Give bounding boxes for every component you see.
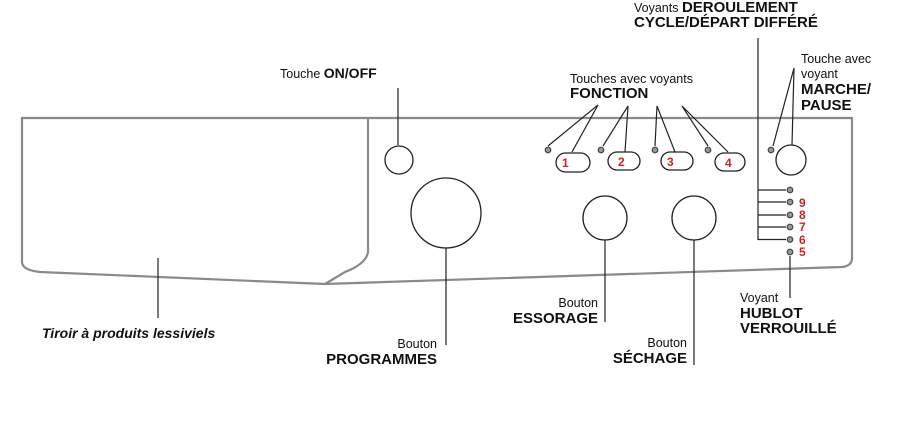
fonction-key-2[interactable] [607, 151, 641, 171]
hublot-prefix: Voyant [740, 291, 779, 305]
fonction-button-4[interactable]: 4 [704, 146, 746, 172]
fonction-number-1: 1 [562, 156, 569, 170]
marche-pointer [772, 67, 795, 147]
marche-led [767, 146, 775, 154]
status-leds: 9 8 7 6 5 [786, 186, 806, 259]
hublot-label-2: VERROUILLÉ [740, 320, 837, 337]
deroulement-label-2: CYCLE/DÉPART DIFFÉRÉ [634, 14, 818, 31]
led-number-9: 9 [799, 196, 806, 210]
sechage-prefix: Bouton [647, 336, 687, 350]
marche-label-2: voyant [801, 67, 838, 81]
fonction-led-4 [704, 146, 712, 154]
led-9 [786, 198, 794, 206]
tiroir-label: Tiroir à produits lessiviels [42, 325, 215, 341]
fonction-led-1 [544, 146, 552, 154]
programmes-knob[interactable] [410, 177, 482, 249]
fonction-number-3: 3 [667, 155, 674, 169]
fonction-label: FONCTION [570, 85, 648, 102]
essorage-prefix: Bouton [558, 296, 598, 310]
fonction-button-3[interactable]: 3 [651, 146, 694, 171]
marche-label-3: MARCHE/ [801, 81, 872, 98]
fonction-prefix: Touches avec voyants [570, 72, 693, 86]
essorage-label: ESSORAGE [513, 310, 598, 327]
programmes-prefix: Bouton [397, 337, 437, 351]
fonction-led-2 [597, 146, 605, 154]
led-8 [786, 211, 794, 219]
led-number-6: 6 [799, 233, 806, 247]
led-7 [786, 223, 794, 231]
led-number-7: 7 [799, 220, 806, 234]
sechage-knob[interactable] [671, 195, 717, 241]
led-5 [786, 248, 794, 256]
led-number-5: 5 [799, 245, 806, 259]
fonction-key-1[interactable] [555, 152, 591, 173]
drawer-edge [324, 118, 370, 285]
led-number-8: 8 [799, 208, 806, 222]
fonction-key-3[interactable] [660, 151, 694, 171]
led-delay [786, 186, 794, 194]
marche-label-1: Touche avec [801, 52, 871, 66]
led-6 [786, 236, 794, 243]
hublot-label-1: HUBLOT [740, 305, 803, 322]
programmes-label: PROGRAMMES [326, 351, 437, 368]
deroulement-branches [758, 189, 786, 241]
deroulement-label-1: Voyants DEROULEMENT [634, 0, 798, 16]
fonction-button-1[interactable]: 1 [544, 146, 591, 173]
marche-pause-button[interactable] [775, 144, 807, 176]
fonction-number-4: 4 [725, 156, 732, 170]
fonction-pointers [547, 104, 729, 153]
onoff-label: Touche ON/OFF [280, 65, 377, 81]
marche-label-4: PAUSE [801, 97, 852, 114]
panel-outline [20, 116, 854, 286]
fonction-number-2: 2 [618, 155, 625, 169]
fonction-key-4[interactable] [714, 152, 746, 172]
sechage-label: SÉCHAGE [613, 350, 687, 367]
fonction-led-3 [651, 146, 659, 154]
fonction-button-2[interactable]: 2 [597, 146, 641, 171]
essorage-knob[interactable] [582, 195, 628, 241]
onoff-button[interactable] [384, 145, 414, 175]
